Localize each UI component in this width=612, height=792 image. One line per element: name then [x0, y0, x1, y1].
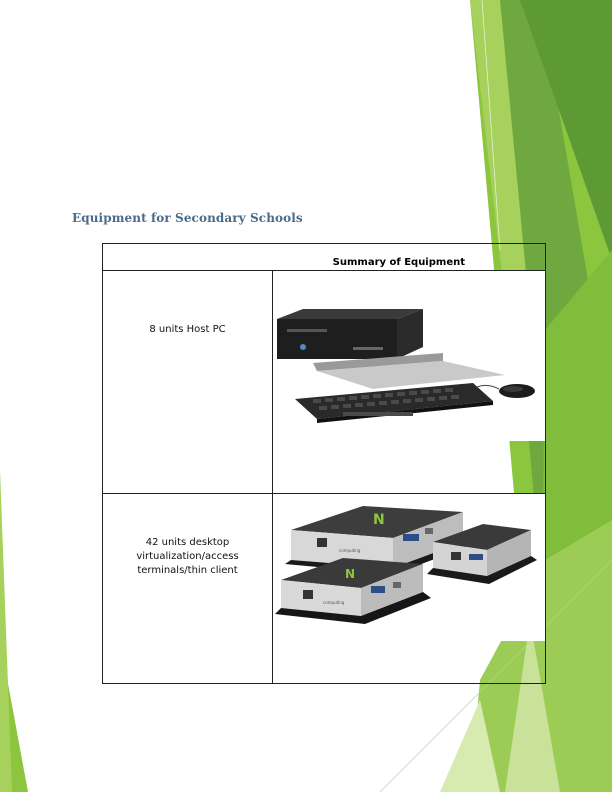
host-pc-photo — [273, 271, 545, 441]
table-row: 8 units Host PC — [102, 270, 546, 494]
thin-client-label: 42 units desktop virtualization/access t… — [102, 493, 273, 684]
table-title-row: Summary of Equipment — [102, 243, 546, 271]
thin-client-logo-front: N — [345, 567, 355, 581]
host-pc-label: 8 units Host PC — [102, 270, 273, 494]
thin-client-photo: N computing N computing — [273, 494, 545, 641]
thin-client-image-cell: N computing N computing — [272, 493, 546, 684]
equipment-summary-table: Summary of Equipment 8 units Host PC — [102, 243, 546, 684]
thin-client-logo: N — [373, 512, 385, 528]
table-title: Summary of Equipment — [102, 243, 546, 271]
host-pc-image-cell — [272, 270, 546, 494]
table-row: 42 units desktop virtualization/access t… — [102, 493, 546, 684]
thin-client-brand-label: computing — [339, 548, 361, 553]
section-heading: Equipment for Secondary Schools — [72, 211, 303, 225]
thin-client-brand-label-front: computing — [323, 600, 345, 605]
